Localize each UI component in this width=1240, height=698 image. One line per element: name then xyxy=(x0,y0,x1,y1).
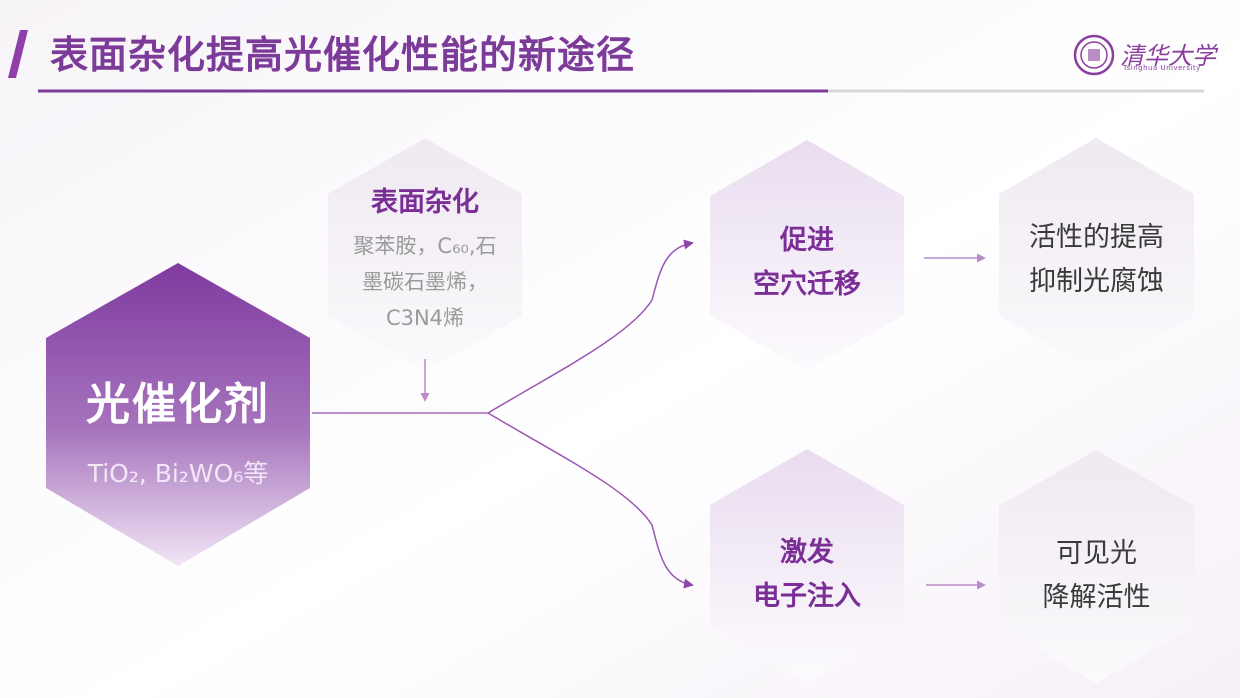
electron-hexagon xyxy=(710,449,904,683)
electron-line-1: 激发 xyxy=(780,537,834,568)
university-seal-icon xyxy=(1073,34,1115,76)
hole-result-line-2: 抑制光腐蚀 xyxy=(1029,266,1164,297)
catalyst-title: 光催化剂 xyxy=(86,379,270,430)
hybrid-title: 表面杂化 xyxy=(371,187,479,218)
hole-result-line-1: 活性的提高 xyxy=(1029,222,1164,253)
hole-line-1: 促进 xyxy=(780,225,834,256)
electron-line-2: 电子注入 xyxy=(753,581,861,612)
hybrid-hexagon xyxy=(328,138,522,371)
hole-line-2: 空穴迁移 xyxy=(753,269,861,300)
logo-cn-text: 清华大学 xyxy=(1120,42,1216,70)
logo-en-text: Tsinghua University xyxy=(1123,64,1201,72)
page-title: 表面杂化提高光催化性能的新途径 xyxy=(50,33,636,77)
hole-result-hexagon xyxy=(999,138,1194,371)
electron-result-hexagon xyxy=(999,450,1194,683)
electron-result-line-1: 可见光 xyxy=(1056,538,1137,569)
hole-hexagon xyxy=(710,140,904,371)
upper-branch-arrow xyxy=(487,239,694,414)
catalyst-subtitle: TiO₂, Bi₂WO₆等 xyxy=(87,459,269,488)
electron-result-line-2: 降解活性 xyxy=(1042,582,1151,613)
hybrid-line-3: C3N4烯 xyxy=(385,306,465,330)
hybrid-line-2: 墨碳石墨烯， xyxy=(362,270,488,294)
hybrid-line-1: 聚苯胺，C₆₀,石 xyxy=(353,234,497,258)
lower-branch-arrow xyxy=(487,412,694,589)
catalyst-hexagon xyxy=(46,263,310,566)
